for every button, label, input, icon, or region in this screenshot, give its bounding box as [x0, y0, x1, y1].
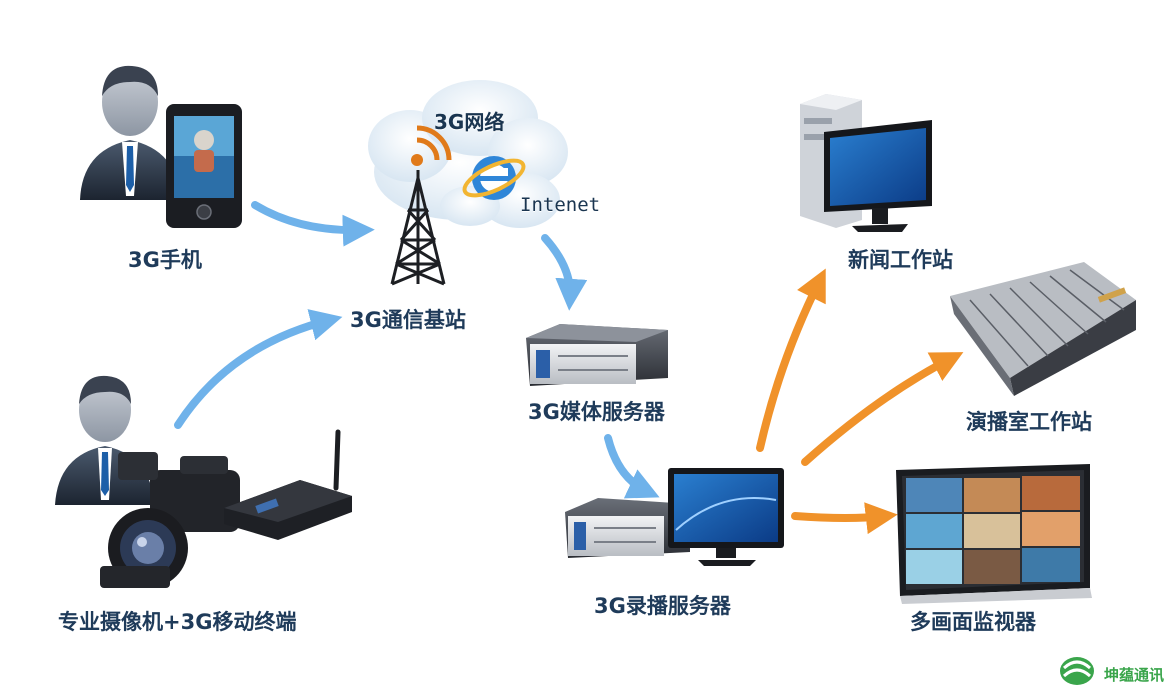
arrow-cloud-to-media-server: [541, 234, 588, 311]
record-server-icon: [565, 498, 690, 558]
arrow-camera-to-station: [174, 309, 343, 429]
phone-label: 3G手机: [128, 248, 202, 272]
internet-explorer-icon: [462, 156, 526, 200]
internet-label: Intenet: [520, 194, 601, 216]
base-station-label: 3G通信基站: [350, 308, 466, 332]
phone-user-icon: [80, 65, 180, 200]
news-workstation-label: 新闻工作站: [848, 248, 953, 272]
arrow-media-to-record-server: [604, 434, 660, 499]
brand: 坤蕴通讯: [1066, 664, 1164, 685]
smartphone-icon: [166, 104, 242, 228]
arrow-record-to-news-ws: [756, 268, 826, 452]
record-server-label: 3G录播服务器: [594, 594, 731, 618]
3g-mobile-terminal-icon: [224, 429, 352, 540]
news-workstation-icon: [800, 94, 932, 232]
brand-name: 坤蕴通讯: [1103, 666, 1164, 684]
media-server-label: 3G媒体服务器: [528, 400, 665, 424]
cell-tower-icon: [390, 170, 446, 286]
arrow-phone-to-station: [251, 201, 375, 247]
studio-workstation-label: 演播室工作站: [966, 410, 1092, 434]
wireless-signal-icon: [411, 125, 452, 166]
camera-user-icon: [55, 375, 155, 505]
arrow-record-to-monitor: [791, 502, 898, 535]
studio-console-icon: [950, 262, 1136, 396]
network-label: 3G网络: [434, 110, 505, 134]
monitor-label: 多画面监视器: [910, 610, 1036, 634]
media-server-icon: [526, 324, 668, 386]
brand-logo-icon: [1060, 657, 1094, 685]
record-monitor-icon: [668, 468, 784, 566]
video-camera-icon: [100, 452, 240, 588]
arrow-record-to-studio-ws: [801, 352, 964, 466]
camera-terminal-label: 专业摄像机+3G移动终端: [58, 610, 297, 634]
multi-view-monitor-icon: [896, 464, 1092, 604]
